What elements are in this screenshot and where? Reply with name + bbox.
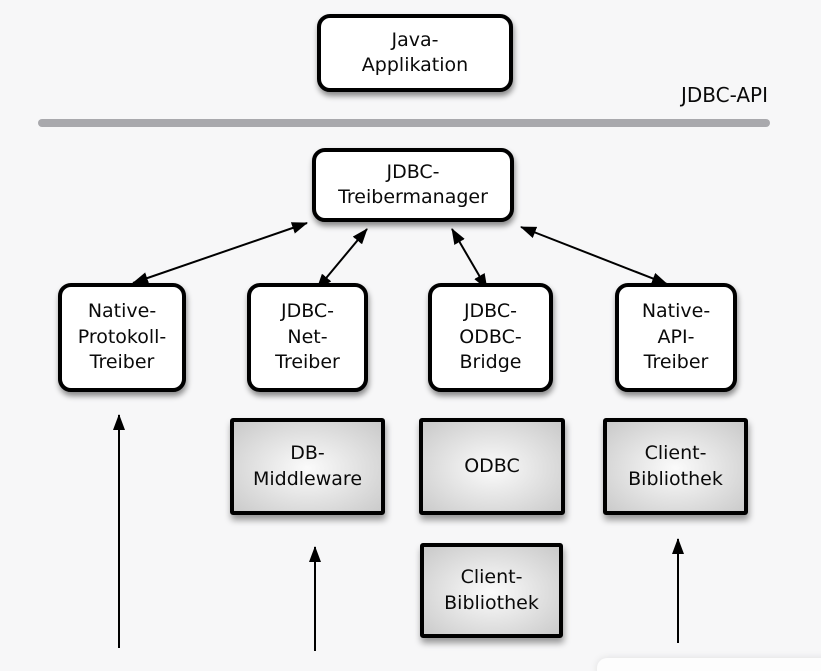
node-db-middleware-label: DB- Middleware xyxy=(252,442,363,490)
node-jdbc-odbc-bridge: JDBC- ODBC- Bridge xyxy=(428,283,553,392)
node-client-bibliothek-right-label: Client- Bibliothek xyxy=(628,442,723,490)
node-jdbc-treibermanager: JDBC- Treibermanager xyxy=(312,148,514,222)
node-client-bibliothek-bottom-label: Client- Bibliothek xyxy=(444,566,539,614)
node-jdbc-odbc-bridge-label: JDBC- ODBC- Bridge xyxy=(459,300,522,374)
node-db-middleware: DB- Middleware xyxy=(230,418,385,515)
jdbc-api-separator-bar xyxy=(38,119,770,127)
node-odbc-label: ODBC xyxy=(464,454,520,477)
jdbc-api-label: JDBC-API xyxy=(680,83,768,107)
node-java-applikation: Java- Applikation xyxy=(317,14,513,92)
node-native-api-treiber-label: Native- API- Treiber xyxy=(641,300,711,374)
node-client-bibliothek-bottom: Client- Bibliothek xyxy=(420,543,563,638)
node-odbc: ODBC xyxy=(419,418,565,515)
node-java-applikation-label: Java- Applikation xyxy=(361,28,469,76)
node-jdbc-net-treiber-label: JDBC- Net- Treiber xyxy=(275,300,340,374)
node-native-protokoll-treiber-label: Native- Protokoll- Treiber xyxy=(77,300,167,374)
node-native-protokoll-treiber: Native- Protokoll- Treiber xyxy=(58,283,186,392)
node-client-bibliothek-right: Client- Bibliothek xyxy=(603,418,748,515)
arrow-treibermanager-jdbc-net xyxy=(316,228,368,290)
node-native-api-treiber: Native- API- Treiber xyxy=(615,283,737,392)
arrow-treibermanager-native-protokoll xyxy=(132,222,308,284)
node-jdbc-treibermanager-label: JDBC- Treibermanager xyxy=(338,160,488,208)
arrow-treibermanager-native-api xyxy=(520,226,668,285)
node-jdbc-net-treiber: JDBC- Net- Treiber xyxy=(247,283,368,392)
arrow-treibermanager-jdbc-odbc xyxy=(451,228,488,290)
partial-box-bottom-right xyxy=(597,658,821,671)
